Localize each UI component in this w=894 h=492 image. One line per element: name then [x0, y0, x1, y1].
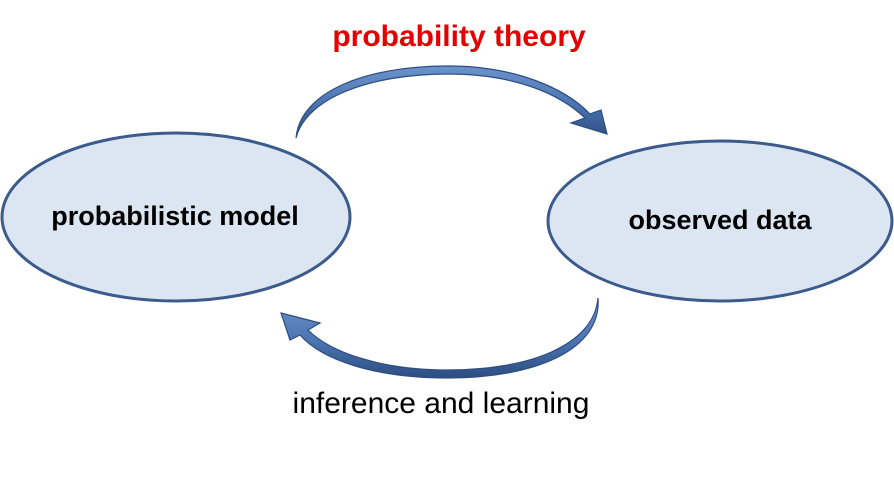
- probability-theory-label: probability theory: [332, 20, 586, 53]
- forward-arrow-body: [295, 65, 608, 139]
- probabilistic-model-node: probabilistic model: [0, 131, 352, 303]
- backward-arrow-body: [280, 297, 599, 379]
- probabilistic-model-label: probabilistic model: [51, 201, 299, 231]
- inference-and-learning-label: inference and learning: [293, 387, 590, 420]
- backward-arrow: [280, 297, 599, 379]
- observed-data-ellipse: [546, 139, 894, 303]
- probabilistic-model-ellipse: [0, 131, 352, 303]
- observed-data-label: observed data: [628, 205, 812, 235]
- observed-data-node: observed data: [546, 139, 894, 303]
- forward-arrow: [295, 65, 608, 139]
